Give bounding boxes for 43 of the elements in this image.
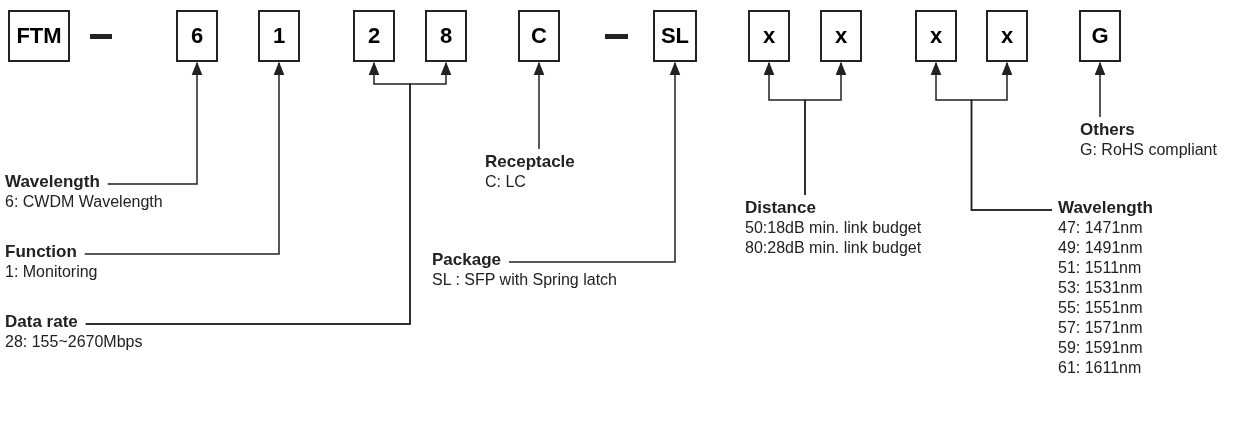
field-description: 57: 1571nm xyxy=(1058,318,1143,338)
field-description: 80:28dB min. link budget xyxy=(745,238,922,258)
field-description: 50:18dB min. link budget xyxy=(745,218,922,238)
field-description: 61: 1611nm xyxy=(1058,358,1142,378)
arrow xyxy=(804,61,847,196)
field-description: 51: 1511nm xyxy=(1058,258,1142,278)
field-description: 59: 1591nm xyxy=(1058,338,1143,358)
arrow xyxy=(84,61,285,255)
arrow xyxy=(1094,61,1106,118)
code-box: x xyxy=(915,10,957,62)
code-box: SL xyxy=(653,10,697,62)
field-description: 55: 1551nm xyxy=(1058,298,1143,318)
code-box: FTM xyxy=(8,10,70,62)
field-description: C: LC xyxy=(485,172,526,192)
arrow xyxy=(508,61,681,263)
arrow xyxy=(107,61,203,185)
arrow xyxy=(533,61,545,150)
field-description: SL : SFP with Spring latch xyxy=(432,270,617,290)
field-description: 1: Monitoring xyxy=(5,262,98,282)
arrow xyxy=(970,61,1053,211)
field-heading: Receptacle xyxy=(485,152,575,172)
code-box: 6 xyxy=(176,10,218,62)
field-description: G: RoHS compliant xyxy=(1080,140,1217,160)
code-box: x xyxy=(748,10,790,62)
field-heading: Others xyxy=(1080,120,1135,140)
field-heading: Package xyxy=(432,250,501,270)
field-description: 53: 1531nm xyxy=(1058,278,1143,298)
field-heading: Function xyxy=(5,242,77,262)
code-box: 8 xyxy=(425,10,467,62)
field-heading: Wavelength xyxy=(5,172,100,192)
code-box: C xyxy=(518,10,560,62)
field-heading: Distance xyxy=(745,198,816,218)
field-description: 28: 155~2670Mbps xyxy=(5,332,143,352)
field-description: 47: 1471nm xyxy=(1058,218,1143,238)
code-box: x xyxy=(820,10,862,62)
code-box: 1 xyxy=(258,10,300,62)
field-heading: Wavelength xyxy=(1058,198,1153,218)
code-box: G xyxy=(1079,10,1121,62)
code-box: x xyxy=(986,10,1028,62)
field-description: 6: CWDM Wavelength xyxy=(5,192,163,212)
code-box: 2 xyxy=(353,10,395,62)
field-description: 49: 1491nm xyxy=(1058,238,1143,258)
field-heading: Data rate xyxy=(5,312,78,332)
